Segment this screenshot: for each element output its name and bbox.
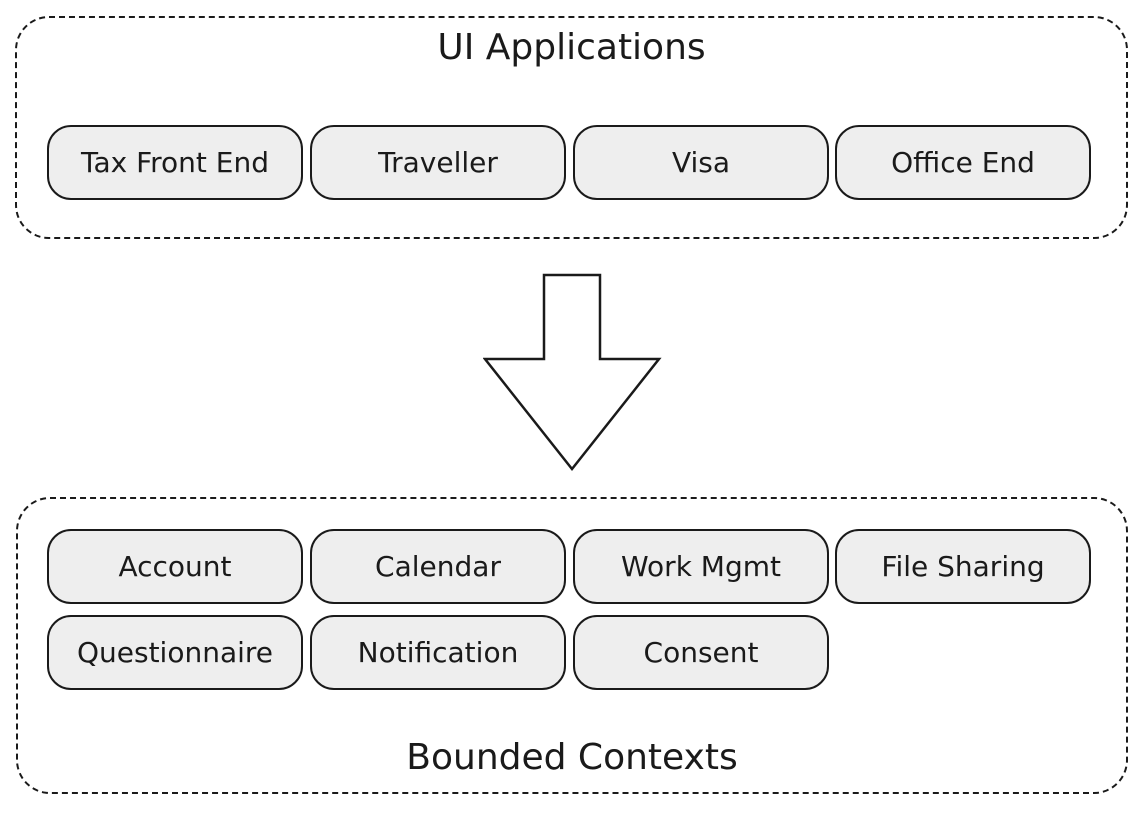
context-box-work-mgmt: Work Mgmt (573, 529, 829, 604)
context-box-notification: Notification (310, 615, 566, 690)
bounded-contexts-title: Bounded Contexts (406, 737, 738, 778)
app-box-visa: Visa (573, 125, 829, 200)
app-box-tax-front-end: Tax Front End (47, 125, 303, 200)
down-arrow-icon (483, 273, 662, 472)
context-box-calendar: Calendar (310, 529, 566, 604)
context-box-consent: Consent (573, 615, 829, 690)
app-box-office-end: Office End (835, 125, 1091, 200)
app-box-traveller: Traveller (310, 125, 566, 200)
context-box-file-sharing: File Sharing (835, 529, 1091, 604)
ui-applications-group: UI Applications (15, 16, 1128, 239)
context-box-account: Account (47, 529, 303, 604)
context-box-questionnaire: Questionnaire (47, 615, 303, 690)
ui-applications-title: UI Applications (437, 27, 706, 68)
bounded-contexts-group: Bounded Contexts (16, 497, 1128, 794)
